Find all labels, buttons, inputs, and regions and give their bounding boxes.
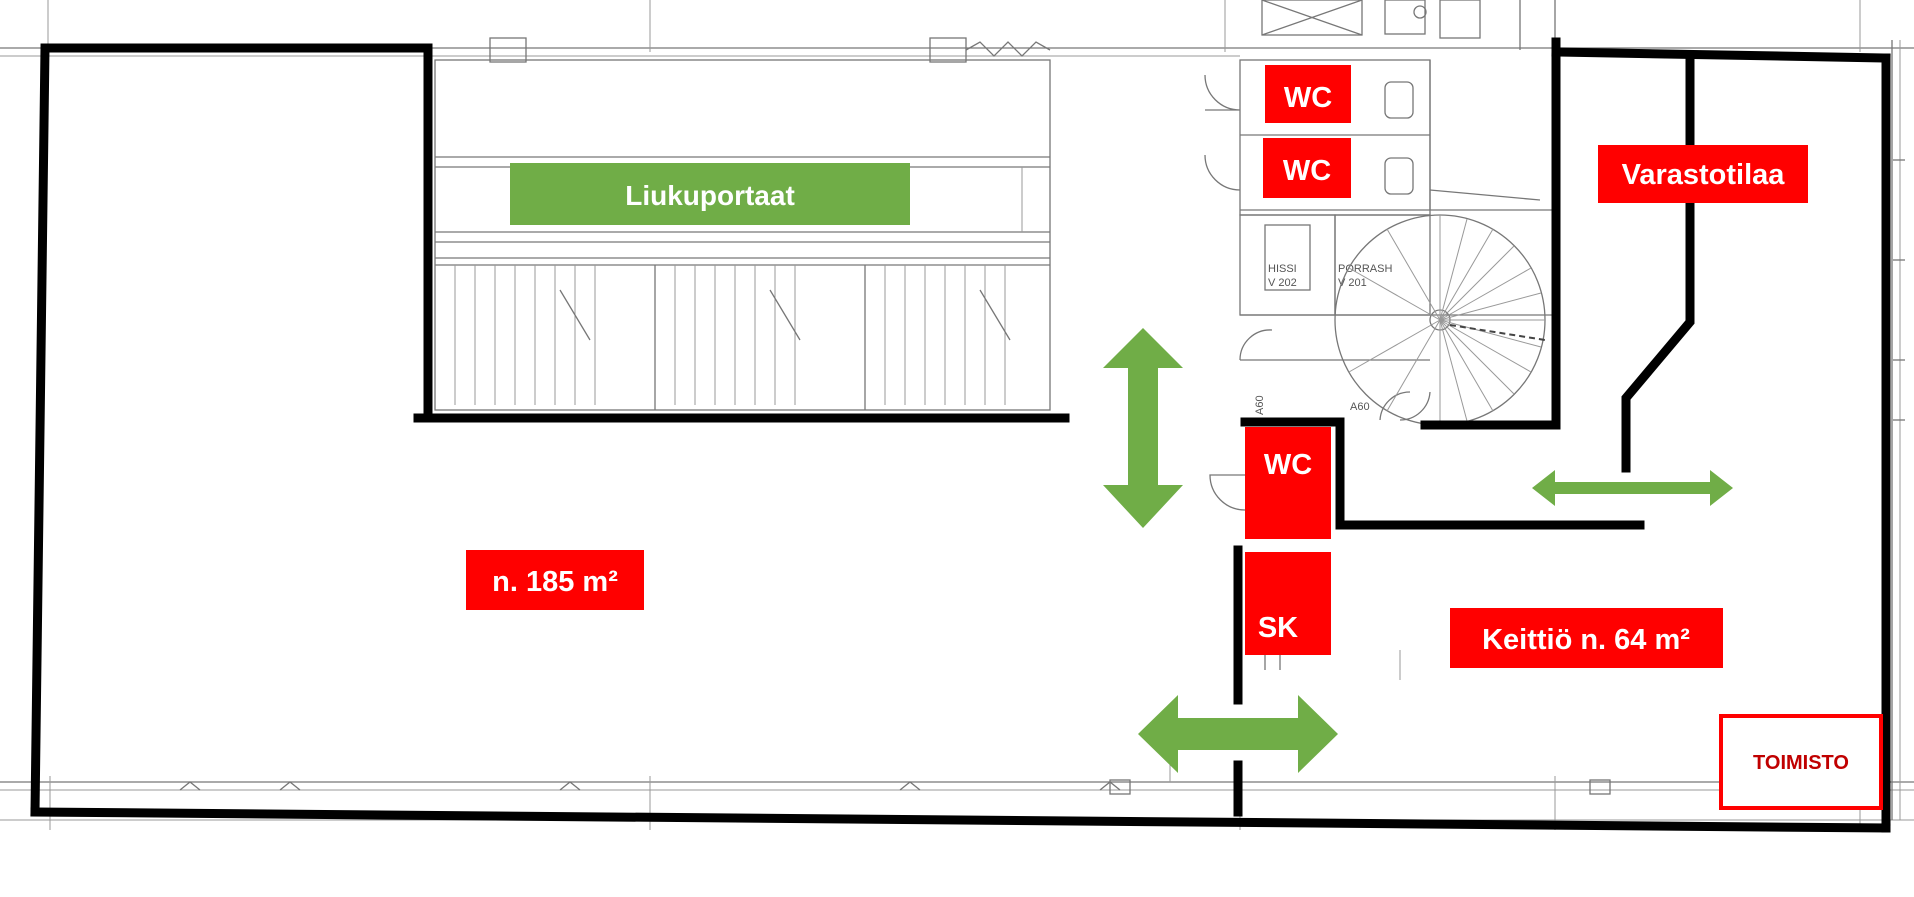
walls — [30, 37, 1891, 833]
svg-text:Keittiö n. 64 m²: Keittiö n. 64 m² — [1482, 624, 1690, 656]
svg-text:SK: SK — [1258, 612, 1298, 644]
kitchen-area-label: Keittiö n. 64 m² — [1450, 608, 1723, 668]
lift-label: HISSI — [1268, 263, 1297, 275]
background-drawing: HISSI V 202 PORRASH V 201 A60 A60 — [0, 0, 1914, 830]
a60-left-label: A60 — [1254, 395, 1266, 415]
wc-label-top: WC — [1265, 65, 1351, 123]
svg-text:WC: WC — [1284, 82, 1332, 114]
lobby-code: V 201 — [1338, 277, 1367, 289]
spiral-staircase — [1334, 214, 1546, 426]
svg-text:TOIMISTO: TOIMISTO — [1753, 752, 1849, 774]
svg-text:Liukuportaat: Liukuportaat — [625, 180, 795, 211]
main-area-label: n. 185 m² — [466, 550, 644, 610]
svg-text:WC: WC — [1283, 155, 1331, 187]
wc-label-second: WC — [1263, 138, 1351, 198]
svg-text:n. 185 m²: n. 185 m² — [492, 566, 618, 598]
lift-code: V 202 — [1268, 277, 1297, 289]
office-label: TOIMISTO — [1719, 714, 1883, 810]
a60-right-label: A60 — [1350, 401, 1370, 413]
svg-text:WC: WC — [1264, 449, 1312, 481]
wc-label-lower: WC — [1245, 427, 1331, 539]
horizontal-double-arrow-icon — [1532, 470, 1733, 506]
storage-label: Varastotilaa — [1598, 145, 1808, 203]
vertical-double-arrow-icon — [1103, 328, 1183, 528]
sk-label: SK — [1245, 552, 1331, 655]
horizontal-double-arrow-icon — [1138, 695, 1338, 773]
lobby-label: PORRASH — [1338, 263, 1392, 275]
svg-text:Varastotilaa: Varastotilaa — [1622, 159, 1786, 191]
escalators-label: Liukuportaat — [510, 163, 910, 225]
